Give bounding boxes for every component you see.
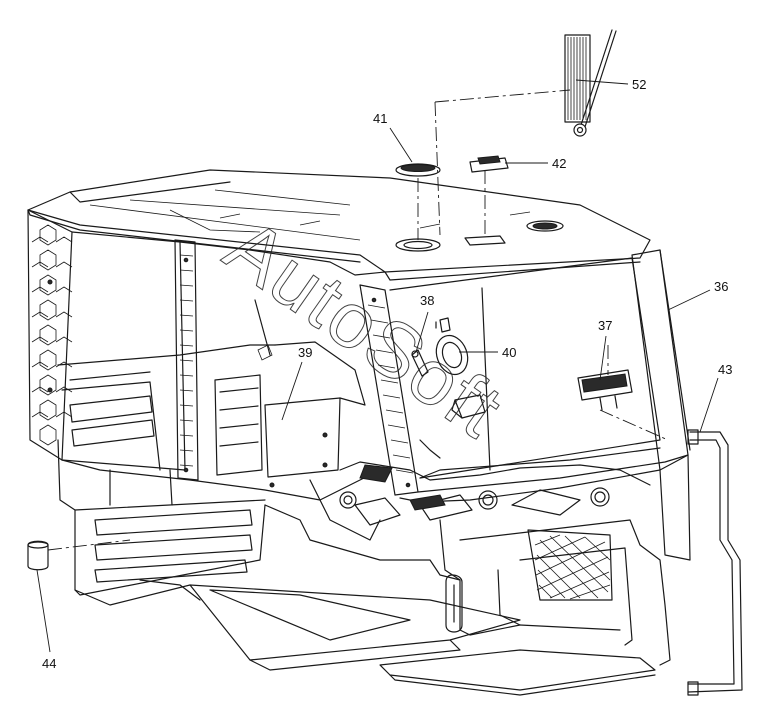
roof-bracket [469,155,509,173]
wall-slot [445,574,463,633]
heater-ducts [309,461,651,541]
callout-39: 39 [298,345,312,360]
callout-52: 52 [632,77,646,92]
leader-lines [36,79,719,653]
radio-unit [577,369,669,441]
callout-37: 37 [598,318,612,333]
hex-screen [27,209,73,461]
callout-40: 40 [502,345,516,360]
callout-43: 43 [718,362,732,377]
callout-36: 36 [714,279,728,294]
plug [27,540,49,571]
assembly-lines [47,89,609,551]
callout-38: 38 [420,293,434,308]
cab-interior [57,231,386,501]
perforated-post-right [359,284,419,496]
callout-42: 42 [552,156,566,171]
callout-41: 41 [373,111,387,126]
handle [419,394,486,459]
rear-grille [527,529,613,601]
wiper [564,29,617,137]
dome-light [435,317,469,376]
cab-lower-frame [57,439,671,666]
watermark: AutoSoft [210,202,519,455]
grab-handle [687,429,743,696]
vent-cap [395,163,441,177]
callout-44: 44 [42,656,56,671]
callout-labels: 52 41 42 36 37 38 39 40 43 44 [42,77,732,671]
side-panel [631,249,691,561]
floor-plate [74,579,656,696]
perforated-post-left [174,239,199,481]
